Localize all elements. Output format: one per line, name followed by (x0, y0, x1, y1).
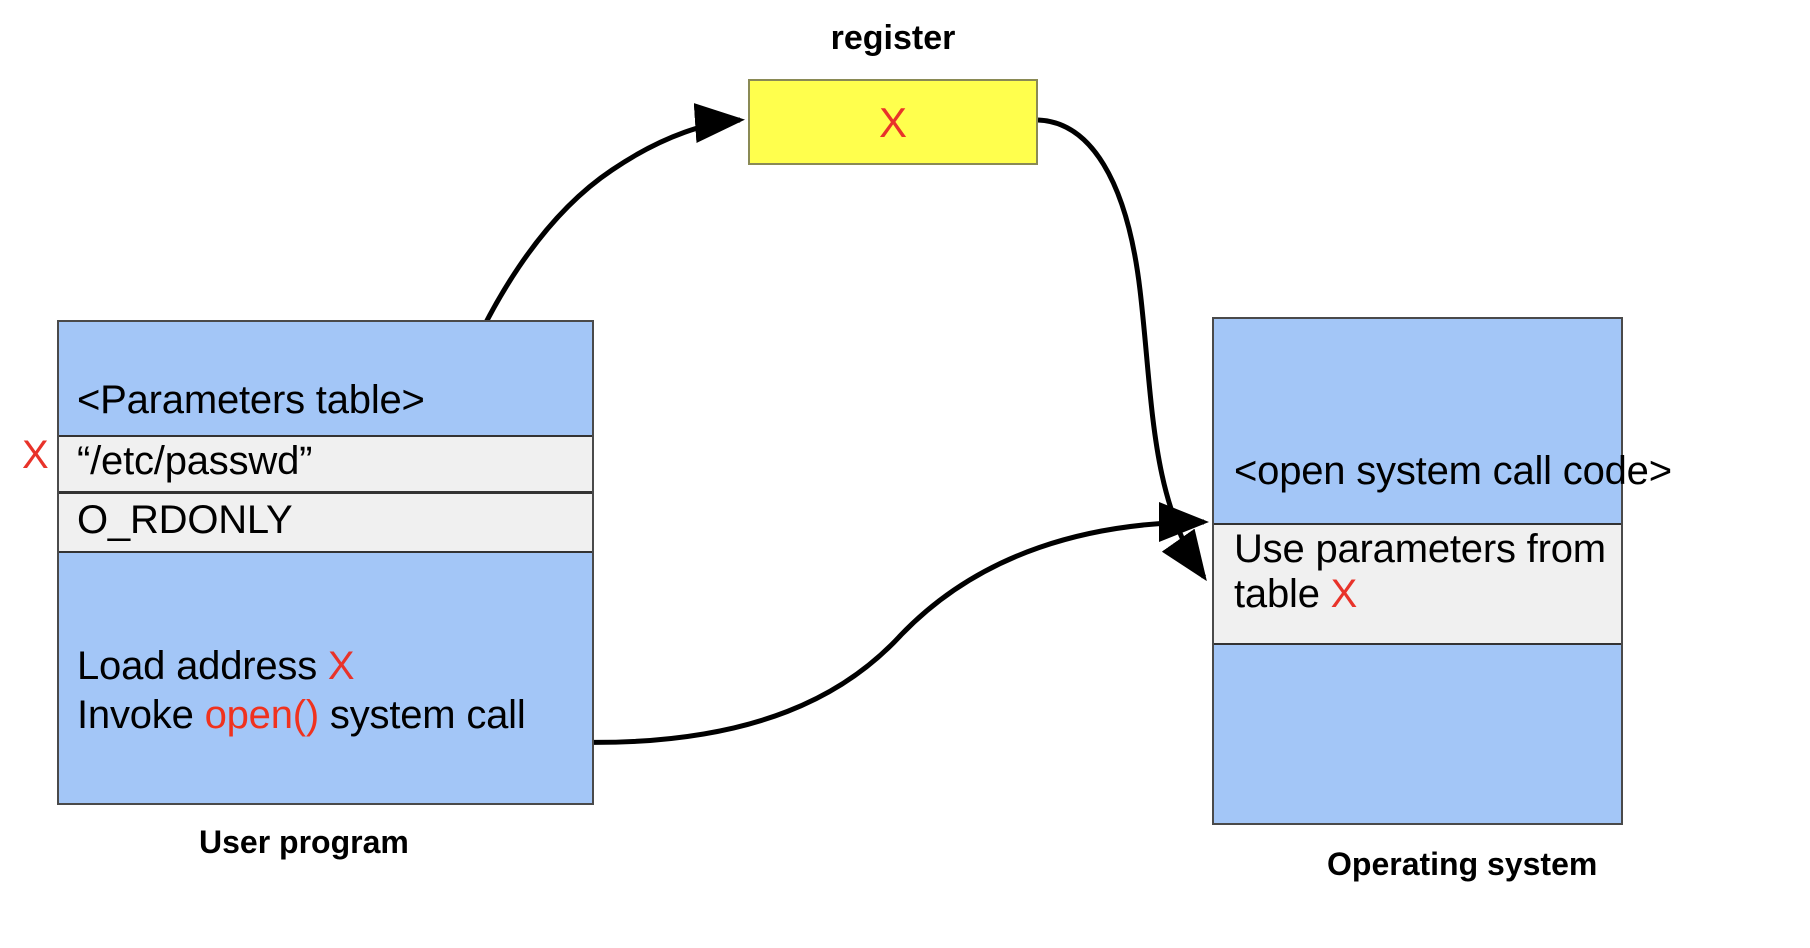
operating-system-caption: Operating system (1327, 846, 1598, 882)
table-address-x-marker: X (22, 433, 49, 477)
arrow-invoke-open-to-os-code (567, 502, 1209, 745)
code-line-load-address-prefix: Load address (77, 644, 328, 688)
os-system-call-code-title: <open system call code> (1234, 449, 1672, 493)
os-use-parameters-prefix: Use parameters from table (1234, 527, 1606, 616)
arrow-register-to-os-parameters (1037, 117, 1207, 582)
code-line-invoke-call: open() (204, 693, 320, 737)
register-box: X (748, 79, 1038, 165)
register-value: X (878, 99, 907, 146)
os-use-parameters-symbol: X (1330, 571, 1358, 616)
code-line-load-address: Load address X (77, 644, 355, 689)
parameter-value-flags: O_RDONLY (77, 498, 293, 542)
code-line-invoke-prefix: Invoke (77, 693, 205, 737)
user-program-box: <Parameters table> “/etc/passwd” O_RDONL… (57, 320, 594, 805)
parameter-value-path: “/etc/passwd” (77, 439, 313, 483)
operating-system-box: <open system call code> Use parameters f… (1212, 317, 1672, 825)
code-line-load-address-symbol: X (327, 644, 355, 688)
code-line-invoke-suffix: system call (319, 693, 526, 737)
parameter-row-flags (59, 493, 592, 553)
user-program-caption: User program (199, 824, 409, 860)
code-line-invoke-open: Invoke open() system call (77, 693, 526, 738)
parameters-table-title: <Parameters table> (77, 378, 425, 422)
os-use-parameters-row (1214, 523, 1621, 645)
os-use-parameters-text: Use parameters from table X (1234, 527, 1614, 617)
register-title: register (830, 19, 956, 57)
parameter-row-path (59, 435, 592, 493)
